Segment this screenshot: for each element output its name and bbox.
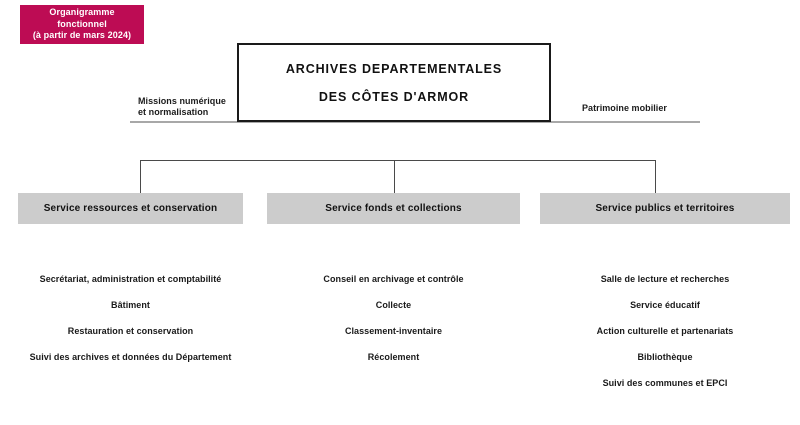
list-item: Suivi des archives et données du Départe… bbox=[29, 351, 232, 362]
list-item: Suivi des communes et EPCI bbox=[602, 377, 728, 388]
list-item: Collecte bbox=[375, 299, 412, 310]
list-item: Action culturelle et partenariats bbox=[596, 325, 734, 336]
list-item: Bibliothèque bbox=[637, 351, 693, 362]
badge-line-2: fonctionnel bbox=[57, 18, 107, 29]
badge-line-1: Organigramme bbox=[49, 7, 115, 18]
list-item: Bâtiment bbox=[111, 299, 150, 310]
list-item: Salle de lecture et recherches bbox=[600, 273, 730, 284]
service-box-label: Service fonds et collections bbox=[325, 203, 462, 214]
list-item: Conseil en archivage et contrôle bbox=[323, 273, 464, 284]
connector-drop-service-2 bbox=[394, 160, 395, 193]
root-node-line-2: DES CÔTES D'ARMOR bbox=[318, 89, 470, 104]
badge-line-3: (à partir de mars 2024) bbox=[32, 30, 132, 41]
service-box-ressources-et-conservation: Service ressources et conservation bbox=[18, 193, 243, 224]
service-box-publics-et-territoires: Service publics et territoires bbox=[540, 193, 790, 224]
root-node-archives-departementales: ARCHIVES DEPARTEMENTALES DES CÔTES D'ARM… bbox=[237, 43, 551, 122]
label-patrimoine-mobilier: Patrimoine mobilier bbox=[582, 103, 667, 114]
service-item-list-fonds-et-collections: Conseil en archivage et contrôle Collect… bbox=[267, 266, 520, 370]
top-horizontal-rule bbox=[130, 121, 700, 123]
connector-drop-service-1 bbox=[140, 160, 141, 193]
service-item-list-ressources-et-conservation: Secrétariat, administration et comptabil… bbox=[18, 266, 243, 370]
list-item: Récolement bbox=[367, 351, 420, 362]
label-missions-numerique: Missions numérique et normalisation bbox=[138, 96, 226, 118]
list-item: Secrétariat, administration et comptabil… bbox=[39, 273, 222, 284]
list-item: Restauration et conservation bbox=[67, 325, 194, 336]
service-box-label: Service ressources et conservation bbox=[43, 203, 218, 214]
connector-drop-service-3 bbox=[655, 160, 656, 193]
label-patrimoine-mobilier-line-1: Patrimoine mobilier bbox=[582, 103, 667, 113]
list-item: Service éducatif bbox=[630, 299, 700, 310]
service-item-list-publics-et-territoires: Salle de lecture et recherches Service é… bbox=[540, 266, 790, 396]
chart-title-badge: Organigramme fonctionnel (à partir de ma… bbox=[20, 5, 144, 44]
connector-horizontal-bar bbox=[140, 160, 656, 161]
service-box-label: Service publics et territoires bbox=[595, 203, 735, 214]
label-missions-numerique-line-2: et normalisation bbox=[138, 107, 209, 117]
service-box-fonds-et-collections: Service fonds et collections bbox=[267, 193, 520, 224]
root-node-line-1: ARCHIVES DEPARTEMENTALES bbox=[285, 61, 503, 76]
label-missions-numerique-line-1: Missions numérique bbox=[138, 96, 226, 106]
list-item: Classement-inventaire bbox=[344, 325, 443, 336]
